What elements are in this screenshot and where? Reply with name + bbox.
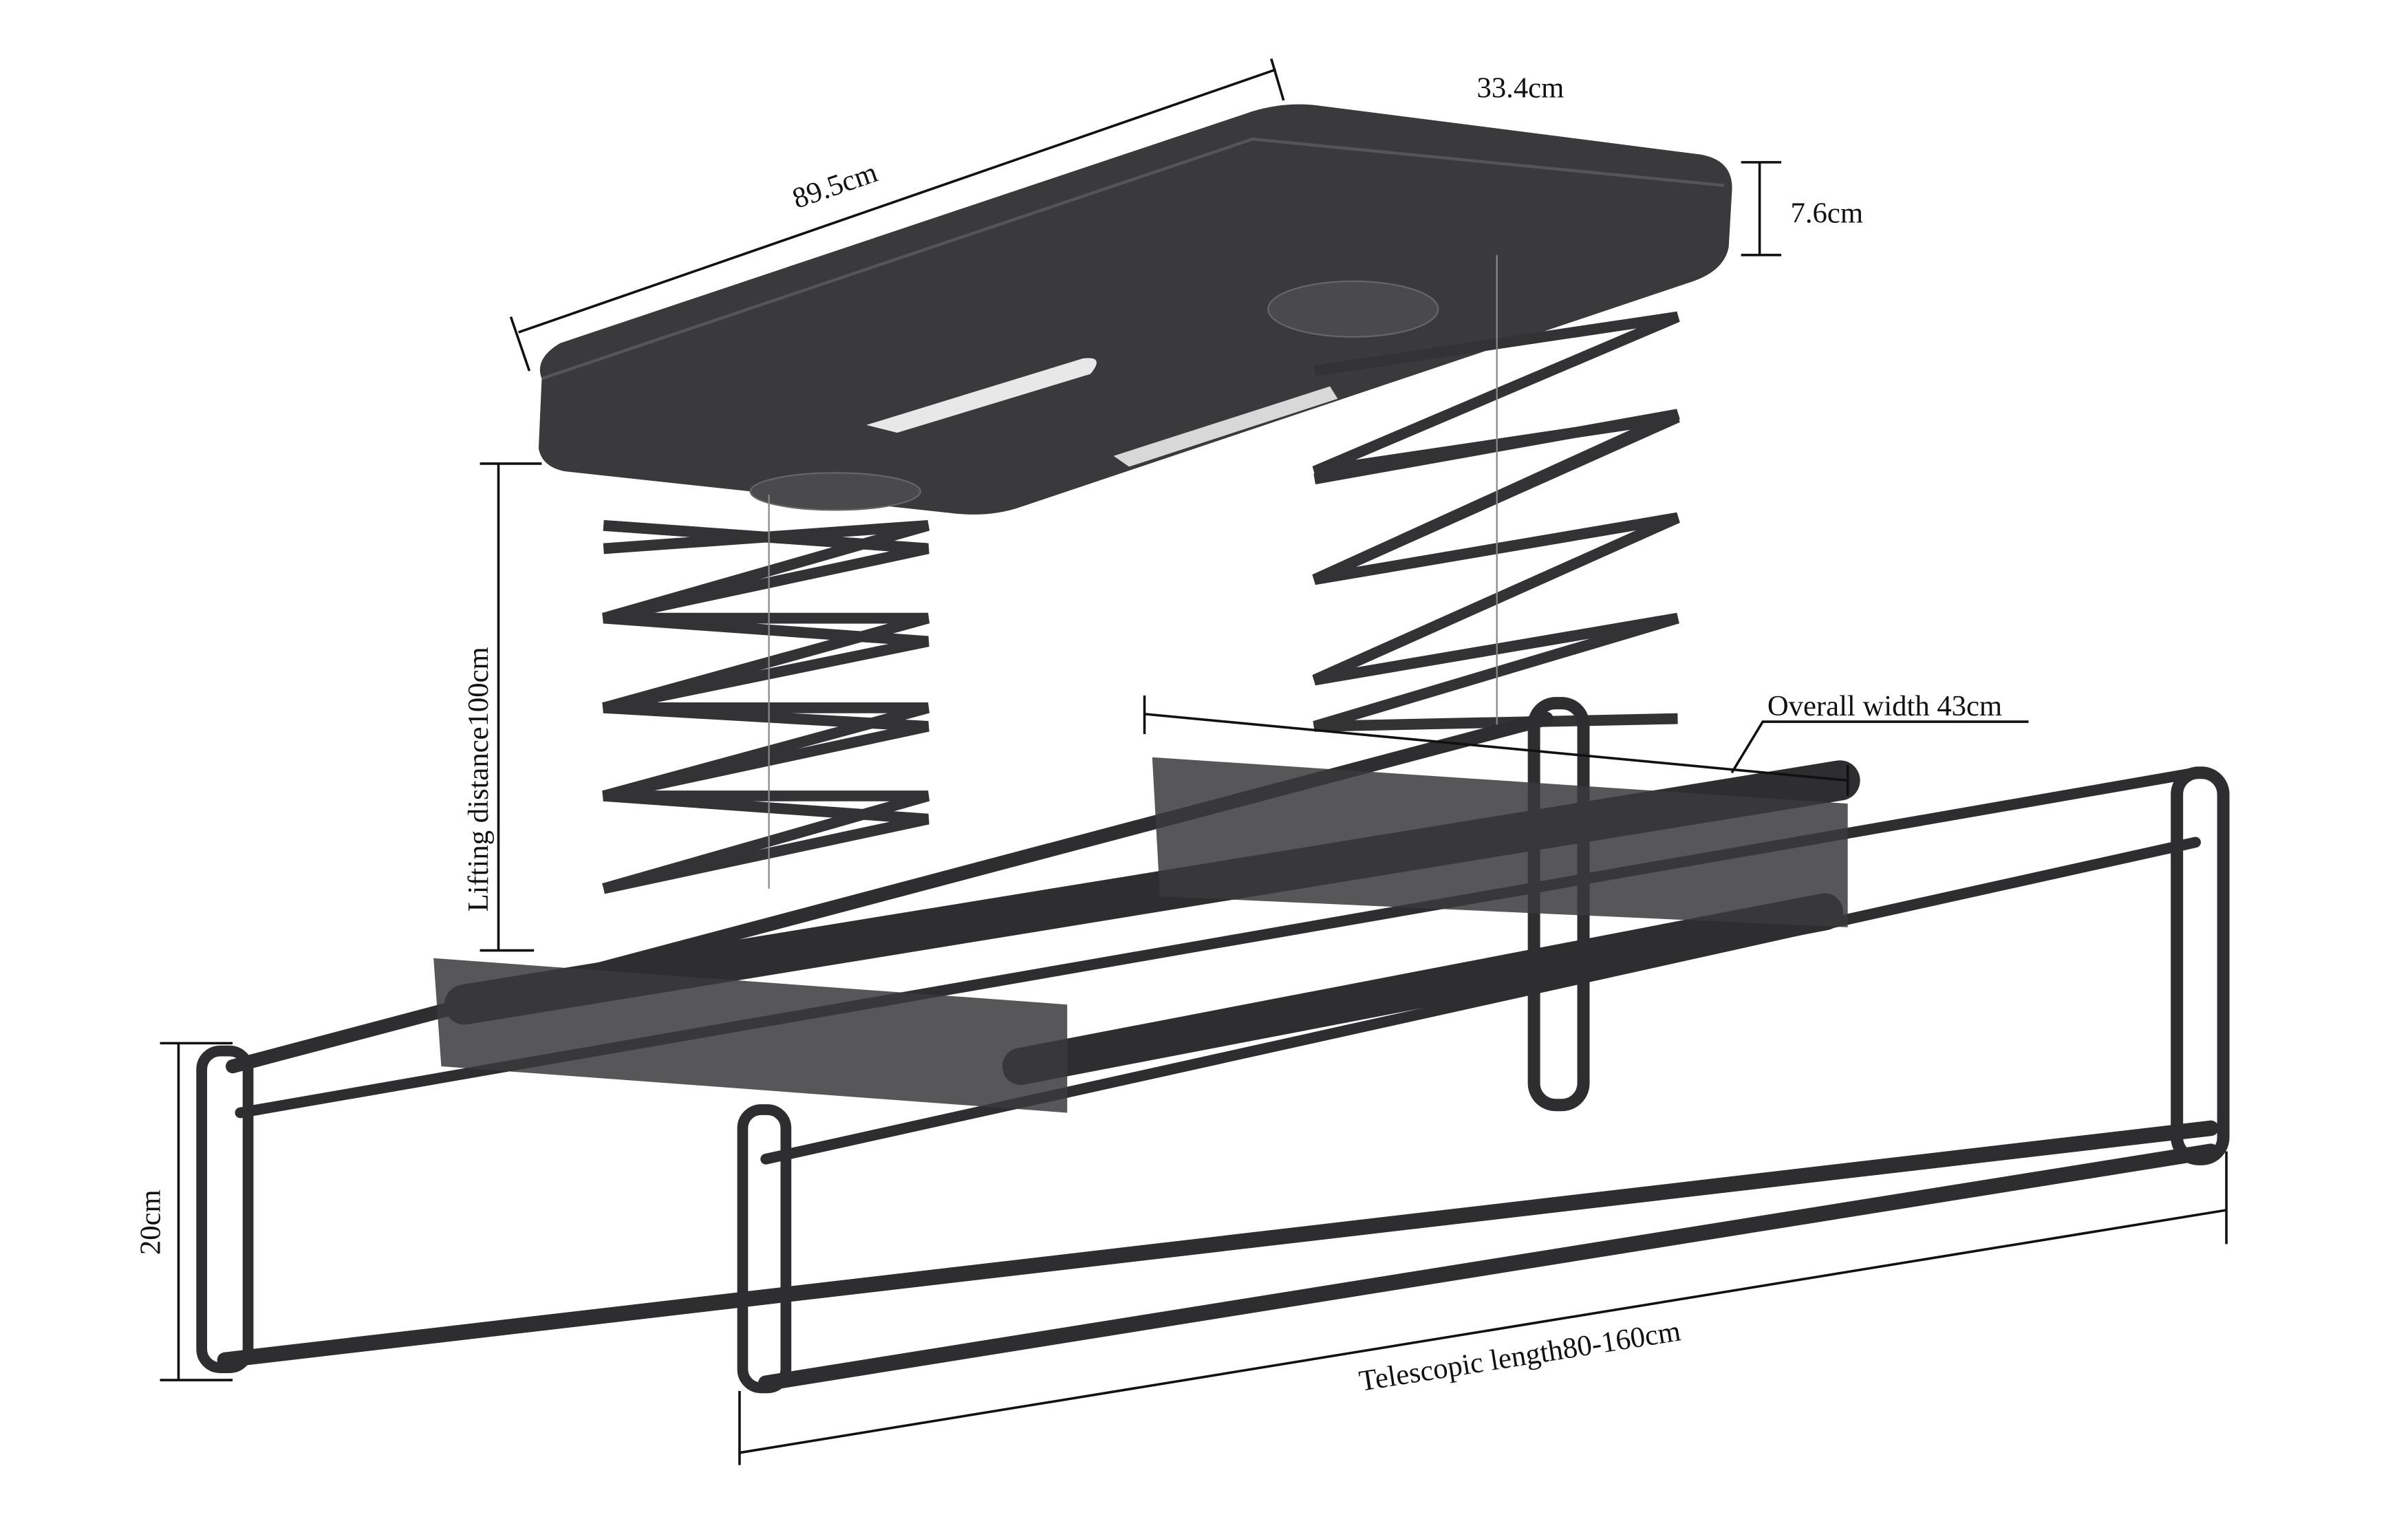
right-scissor-lift — [1312, 255, 1680, 732]
dimension-rack-height: 20cm — [135, 1042, 233, 1381]
light-panel — [1113, 386, 1338, 467]
lifting-label: Lifting distance100cm — [462, 647, 495, 912]
overall-width-label: Overall width 43cm — [1767, 690, 2002, 722]
motor-housing — [538, 104, 1732, 515]
fan-vent — [1267, 280, 1439, 338]
rack-height-label: 20cm — [135, 1189, 167, 1255]
fan-vent — [749, 472, 921, 511]
telescopic-label: Telescopic length80-160cm — [1357, 1315, 1683, 1397]
light-panel — [866, 358, 1097, 433]
drying-rails — [196, 697, 2230, 1394]
depth-label: 33.4cm — [1477, 72, 1565, 105]
left-scissor-lift — [602, 494, 930, 894]
dimension-height: 7.6cm — [1741, 161, 1863, 257]
dimension-telescopic: Telescopic length80-160cm — [738, 1151, 2228, 1465]
bracket — [433, 958, 1068, 1113]
dimension-overall-width: Overall width 43cm — [1143, 690, 2029, 796]
length-label: 89.5cm — [788, 156, 881, 215]
bracket — [1152, 757, 1848, 927]
dimension-lifting: Lifting distance100cm — [462, 462, 542, 952]
height-label: 7.6cm — [1791, 197, 1863, 229]
